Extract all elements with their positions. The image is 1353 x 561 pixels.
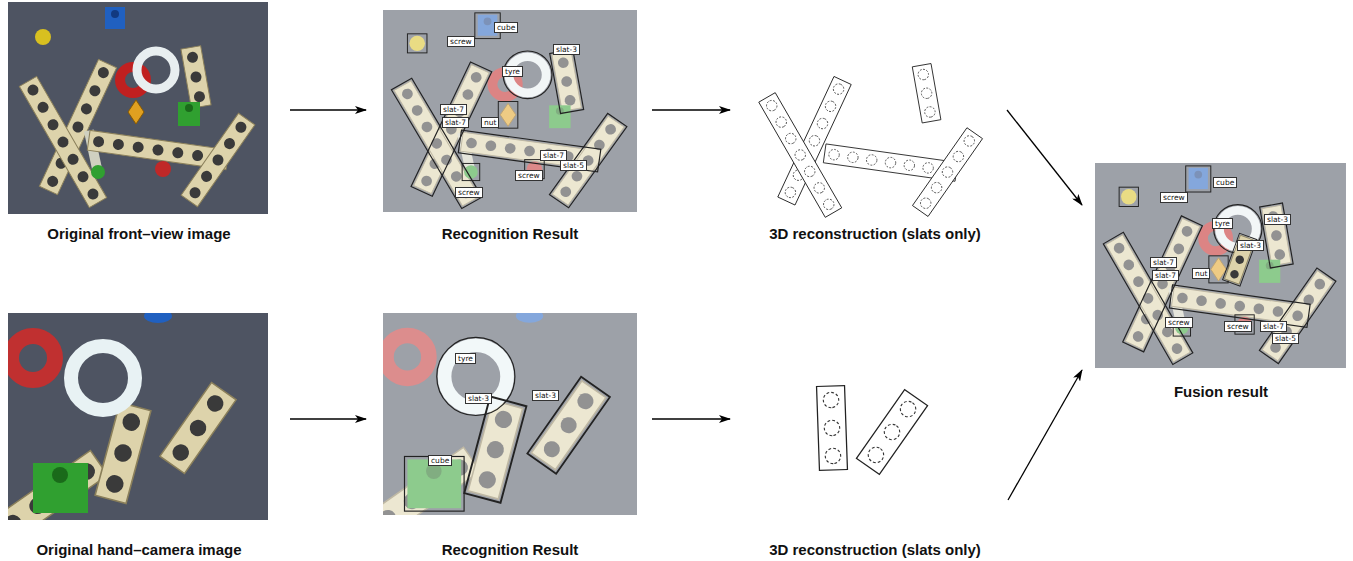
image-panel: Original hand–camera image	[8, 312, 270, 558]
object-label: slat-3	[1237, 240, 1264, 251]
object-label: slat-7	[1260, 321, 1287, 332]
object-label: slat-7	[440, 104, 467, 115]
panel-caption: 3D reconstruction (slats only)	[745, 225, 1005, 242]
object-label: slat-3	[1264, 214, 1291, 225]
object-label: screw	[1224, 321, 1252, 332]
object-label: slat-5	[560, 160, 587, 171]
object-label: screw	[1160, 192, 1188, 203]
object-label: cube	[428, 455, 452, 466]
object-label: screw	[515, 170, 543, 181]
object-label: slat-7	[1152, 270, 1179, 281]
flow-arrow	[652, 109, 730, 110]
recognition-image	[383, 10, 637, 212]
object-label: slat-7	[442, 117, 469, 128]
object-label: slat-3	[553, 44, 580, 55]
panel-caption: Original hand–camera image	[8, 541, 270, 558]
panel-caption: Original front–view image	[8, 225, 270, 242]
flow-arrow	[652, 418, 730, 419]
object-label: screw	[1165, 317, 1193, 328]
panel-caption: Fusion result	[1090, 383, 1352, 400]
object-label: slat-7	[1150, 257, 1177, 268]
panel-caption: Recognition Result	[378, 541, 642, 558]
object-label: slat-5	[1272, 333, 1299, 344]
image-panel: Recognition Result	[378, 312, 642, 558]
flow-arrow	[1007, 110, 1082, 205]
fusion-image	[1095, 163, 1346, 368]
object-label: cube	[494, 22, 518, 33]
object-label: nut	[1192, 268, 1210, 279]
image-panel: Original front–view image	[8, 0, 270, 242]
flow-arrow	[290, 418, 366, 419]
object-label: slat-3	[465, 393, 492, 404]
object-label: screw	[455, 187, 483, 198]
flow-arrow	[1008, 370, 1082, 500]
object-label: screw	[447, 36, 475, 47]
image-panel: 3D reconstruction (slats only)	[745, 8, 1005, 242]
image-panel: Fusion result	[1090, 160, 1352, 400]
image-panel: Recognition Result	[378, 8, 642, 242]
object-label: tyre	[502, 66, 523, 77]
hand-camera-photo	[8, 313, 268, 520]
object-label: tyre	[455, 353, 476, 364]
flow-arrow	[290, 109, 366, 110]
object-label: nut	[481, 117, 499, 128]
image-panel: 3D reconstruction (slats only)	[745, 312, 1005, 558]
panel-caption: 3D reconstruction (slats only)	[745, 541, 1005, 558]
object-label: slat-3	[532, 390, 559, 401]
object-label: cube	[1213, 177, 1237, 188]
object-label: tyre	[1212, 218, 1233, 229]
reconstruction-drawing	[759, 64, 983, 218]
front-view-photo	[8, 2, 268, 214]
reconstruction-drawing	[817, 386, 928, 475]
recognition-image	[383, 313, 637, 515]
panel-caption: Recognition Result	[378, 225, 642, 242]
